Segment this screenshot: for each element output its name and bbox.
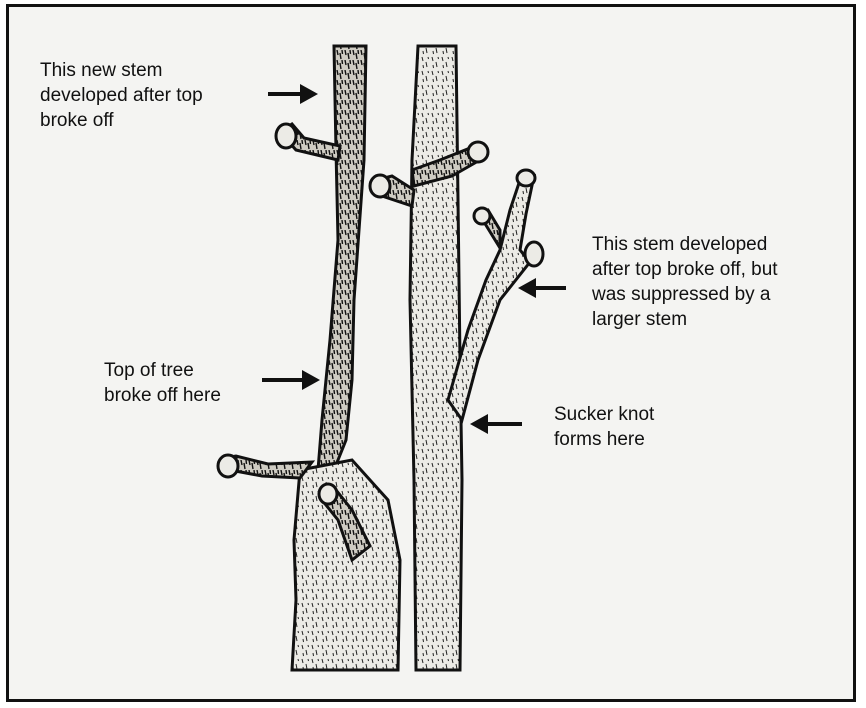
label-new-stem-line: This new stem xyxy=(40,58,203,83)
arrowhead-top-broke xyxy=(302,370,320,390)
label-new-stem-line: broke off xyxy=(40,108,203,133)
suppressed-stem-bud xyxy=(525,242,543,266)
branch-stub-end-lower-left xyxy=(218,455,238,477)
arrowhead-sucker-knot xyxy=(470,414,488,434)
arrowhead-new-stem xyxy=(300,84,318,104)
arrowhead-suppressed-stem xyxy=(518,278,536,298)
branch-stub-end-upper-right xyxy=(468,142,488,162)
right-trunk xyxy=(410,46,462,670)
label-top-broke: Top of tree broke off here xyxy=(104,358,221,408)
left-trunk-new-stem xyxy=(318,46,366,470)
suppressed-stem-twig-tip xyxy=(474,208,490,224)
label-suppressed-stem-line: This stem developed xyxy=(592,232,778,257)
branch-stub-end-upper-left xyxy=(276,124,296,148)
label-sucker-knot-line: Sucker knot xyxy=(554,402,654,427)
label-suppressed-stem: This stem developed after top broke off,… xyxy=(592,232,778,332)
label-top-broke-line: Top of tree xyxy=(104,358,221,383)
branch-stub-end-mid xyxy=(370,175,390,197)
lower-left-trunk xyxy=(292,460,400,670)
label-suppressed-stem-line: after top broke off, but xyxy=(592,257,778,282)
suppressed-stem-tip xyxy=(517,170,535,186)
label-sucker-knot-line: forms here xyxy=(554,427,654,452)
label-new-stem-line: developed after top xyxy=(40,83,203,108)
label-suppressed-stem-line: larger stem xyxy=(592,307,778,332)
branch-stub-end-lower-mid xyxy=(319,484,337,504)
label-top-broke-line: broke off here xyxy=(104,383,221,408)
label-suppressed-stem-line: was suppressed by a xyxy=(592,282,778,307)
label-new-stem: This new stem developed after top broke … xyxy=(40,58,203,133)
label-sucker-knot: Sucker knot forms here xyxy=(554,402,654,452)
